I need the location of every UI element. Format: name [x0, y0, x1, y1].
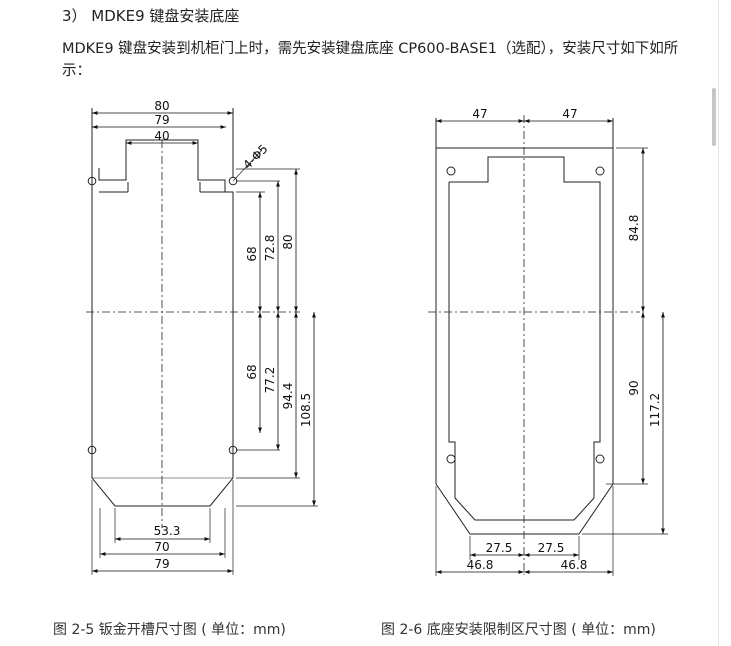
dim-46-8-left: 46.8	[467, 558, 494, 572]
dim-108-5: 108.5	[299, 393, 313, 427]
dim-27-5-left: 27.5	[486, 541, 513, 555]
figure-caption-right: 图 2-6 底座安装限制区尺寸图 ( 单位：mm)	[381, 622, 656, 638]
dim-84-8: 84.8	[627, 215, 641, 242]
dim-117-2: 117.2	[648, 393, 662, 427]
page-edge	[718, 0, 719, 646]
dim-94-4: 94.4	[281, 383, 295, 410]
dim-68-upper: 68	[245, 246, 259, 261]
dim-46-8-right: 46.8	[561, 558, 588, 572]
dim-68-lower: 68	[245, 364, 259, 379]
dim-53-3: 53.3	[154, 524, 181, 538]
dim-80-right: 80	[281, 234, 295, 249]
dim-47-left: 47	[472, 107, 487, 121]
base-drawing	[428, 115, 668, 576]
figure-caption-left: 图 2-5 钣金开槽尺寸图 ( 单位：mm)	[53, 622, 286, 638]
dim-hole-4phi5: 4-Φ5	[240, 142, 270, 172]
dim-47-right: 47	[562, 107, 577, 121]
dim-80-top: 80	[154, 99, 169, 113]
scrollbar-thumb[interactable]	[712, 88, 716, 146]
dim-79-bottom: 79	[154, 557, 169, 571]
dim-72-8: 72.8	[263, 235, 277, 262]
dim-90: 90	[627, 380, 641, 395]
dim-40: 40	[154, 129, 169, 143]
section-heading: 3） MDKE9 键盘安装底座	[62, 7, 240, 25]
dim-79-top: 79	[154, 113, 169, 127]
dim-77-2: 77.2	[263, 367, 277, 394]
dim-27-5-right: 27.5	[538, 541, 565, 555]
dim-70: 70	[154, 540, 169, 554]
body-paragraph: MDKE9 键盘安装到机柜门上时，需先安装键盘底座 CP600-BASE1（选配…	[62, 41, 679, 79]
cutout-drawing	[86, 108, 318, 575]
